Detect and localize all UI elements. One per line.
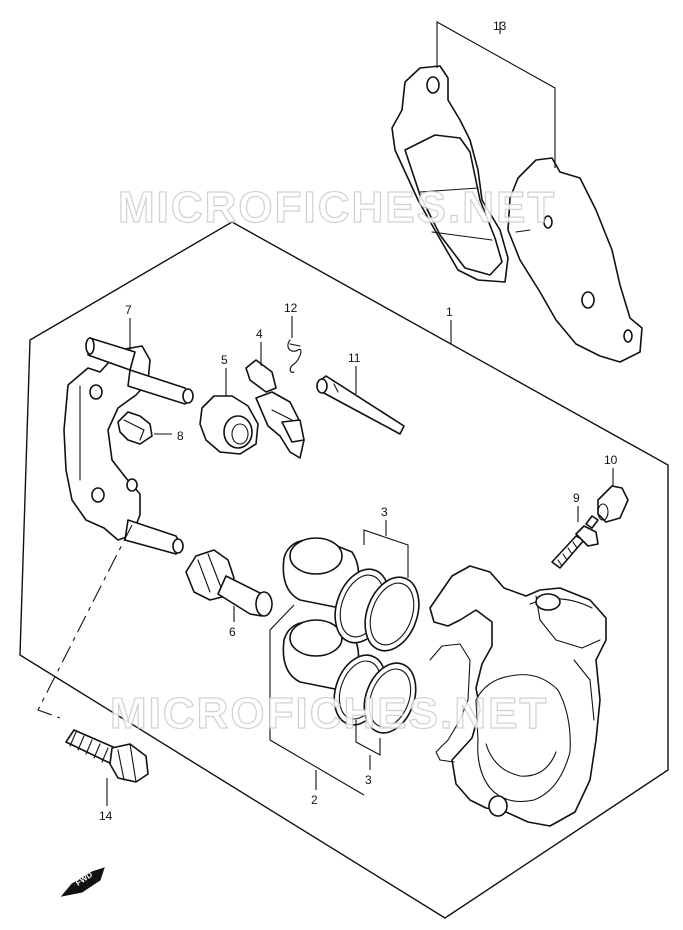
fwd-direction-arrow-icon: FWD bbox=[60, 867, 105, 897]
callout-9: 9 bbox=[573, 491, 580, 505]
slide-boot[interactable] bbox=[199, 395, 259, 455]
caliper-pistons[interactable] bbox=[282, 537, 360, 691]
callout-7: 7 bbox=[125, 303, 132, 317]
callout-12: 12 bbox=[284, 301, 298, 315]
bracket-3b bbox=[355, 720, 381, 756]
pad-spring-clip[interactable] bbox=[117, 411, 153, 445]
callout-2: 2 bbox=[311, 793, 318, 807]
piston-seals-lower[interactable] bbox=[325, 648, 425, 740]
bracket-2 bbox=[269, 604, 365, 796]
caliper-bracket[interactable] bbox=[63, 337, 194, 555]
brake-pad-set[interactable] bbox=[391, 65, 643, 363]
bleeder-cap[interactable] bbox=[597, 485, 629, 523]
slide-pin[interactable] bbox=[185, 549, 273, 617]
watermark-top: MICROFICHES.NET bbox=[118, 183, 556, 232]
callout-14: 14 bbox=[99, 809, 113, 823]
mounting-bolt[interactable] bbox=[65, 729, 149, 783]
pad-pin[interactable] bbox=[316, 375, 405, 435]
callout-3-lower: 3 bbox=[365, 773, 372, 787]
callout-10: 10 bbox=[604, 453, 618, 467]
pad-spring[interactable] bbox=[245, 359, 305, 459]
callout-5: 5 bbox=[221, 353, 228, 367]
bolt-axis-line bbox=[37, 524, 133, 719]
callout-13: 13 bbox=[493, 19, 507, 33]
assembly-frame bbox=[19, 221, 669, 919]
callout-3-upper: 3 bbox=[381, 505, 388, 519]
leader-13 bbox=[436, 21, 556, 168]
watermark-bottom: MICROFICHES.NET bbox=[110, 689, 548, 738]
bracket-3a bbox=[363, 529, 409, 578]
callout-8: 8 bbox=[177, 429, 184, 443]
callout-6: 6 bbox=[229, 625, 236, 639]
bleeder-valve[interactable] bbox=[551, 515, 599, 569]
callout-4: 4 bbox=[256, 327, 263, 341]
callout-11: 11 bbox=[348, 351, 361, 365]
pin-retaining-clip[interactable] bbox=[287, 339, 302, 373]
callout-1: 1 bbox=[446, 305, 453, 319]
piston-seals-upper[interactable] bbox=[326, 562, 429, 659]
caliper-body[interactable] bbox=[429, 565, 607, 827]
